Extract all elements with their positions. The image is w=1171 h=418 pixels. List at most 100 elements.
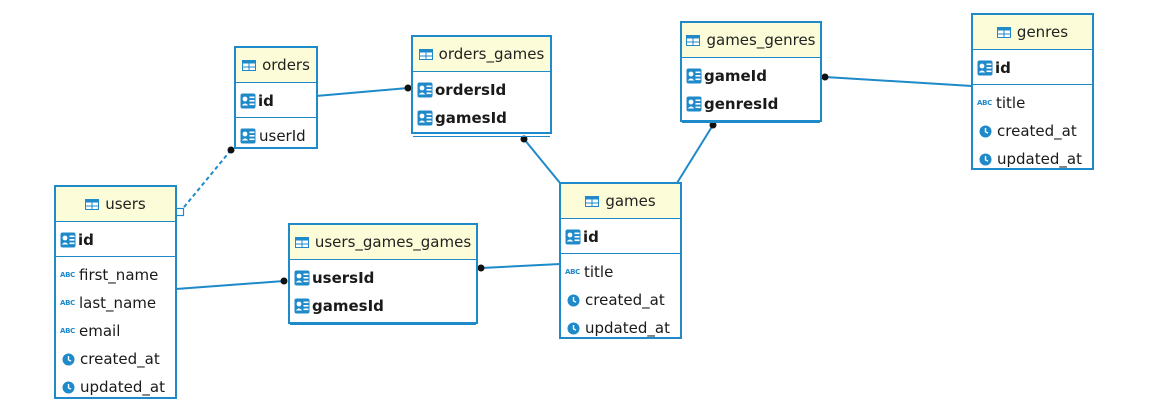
- column-section: ABC title created_at updated_at: [973, 85, 1092, 175]
- text-type-icon: ABC: [565, 268, 580, 276]
- column-name: gameId: [704, 67, 767, 85]
- entity-header[interactable]: users: [56, 187, 175, 222]
- primary-key-section: ordersId gamesId: [413, 72, 550, 134]
- column-name: id: [258, 92, 274, 110]
- column-row[interactable]: ABC email: [56, 317, 175, 345]
- entity-title: games: [605, 192, 656, 210]
- entity-header[interactable]: games_genres: [682, 23, 820, 58]
- primary-key-section: id: [973, 50, 1092, 85]
- clock-icon: [567, 322, 580, 334]
- column-name: title: [996, 94, 1026, 112]
- entity-orders-games[interactable]: orders_games ordersId gamesId: [411, 35, 552, 137]
- entity-games[interactable]: games id ABC title created_at updated_at: [559, 182, 682, 339]
- entity-header[interactable]: games: [561, 184, 680, 219]
- key-icon: [240, 93, 256, 109]
- entity-genres[interactable]: genres id ABC title created_at updated_a…: [971, 13, 1094, 170]
- entity-header[interactable]: genres: [973, 15, 1092, 50]
- entity-title: users: [105, 195, 146, 213]
- entity-header[interactable]: users_games_games: [290, 225, 476, 260]
- column-name: genresId: [704, 95, 779, 113]
- column-name: userId: [259, 127, 306, 145]
- text-type-icon: ABC: [60, 327, 75, 335]
- column-name: gamesId: [312, 297, 384, 315]
- column-section: userId: [236, 118, 316, 152]
- entity-users[interactable]: users id ABC first_name ABC last_name AB…: [54, 185, 177, 399]
- column-row[interactable]: updated_at: [561, 314, 680, 342]
- entity-header[interactable]: orders: [236, 48, 316, 83]
- column-row[interactable]: created_at: [973, 117, 1092, 145]
- column-row[interactable]: userId: [236, 122, 316, 150]
- column-name: usersId: [312, 269, 375, 287]
- column-name: ordersId: [435, 81, 507, 99]
- column-row[interactable]: genresId: [682, 90, 820, 118]
- connector-endpoint-dot: [227, 146, 235, 154]
- column-row[interactable]: updated_at: [973, 145, 1092, 173]
- primary-key-section: id: [56, 222, 175, 257]
- column-row[interactable]: usersId: [290, 264, 476, 292]
- connector-endpoint-dot: [821, 73, 829, 81]
- column-name: gamesId: [435, 109, 507, 127]
- column-row[interactable]: ABC last_name: [56, 289, 175, 317]
- table-icon: [686, 34, 701, 46]
- table-icon: [418, 48, 433, 60]
- column-row[interactable]: gameId: [682, 62, 820, 90]
- clock-icon: [62, 353, 75, 365]
- key-icon: [294, 298, 310, 314]
- column-row[interactable]: created_at: [56, 345, 175, 373]
- column-name: updated_at: [585, 319, 670, 337]
- primary-key-section: gameId genresId: [682, 58, 820, 120]
- entity-footer: [290, 324, 476, 329]
- clock-icon: [979, 125, 992, 137]
- column-row[interactable]: ABC first_name: [56, 261, 175, 289]
- connector-endpoint-dot: [477, 264, 485, 272]
- entity-header[interactable]: orders_games: [413, 37, 550, 72]
- key-icon: [60, 232, 76, 248]
- table-icon: [242, 59, 257, 71]
- column-row[interactable]: ABC title: [561, 258, 680, 286]
- primary-key-section: id: [236, 83, 316, 118]
- table-icon: [585, 195, 600, 207]
- column-name: title: [584, 263, 614, 281]
- column-name: id: [583, 228, 599, 246]
- column-row[interactable]: id: [561, 223, 680, 251]
- connector-orders-games-games: [523, 138, 561, 184]
- column-row[interactable]: updated_at: [56, 373, 175, 401]
- column-name: created_at: [585, 291, 665, 309]
- column-name: email: [79, 322, 121, 340]
- key-icon: [240, 128, 256, 144]
- connector-endpoint-dot: [709, 121, 717, 129]
- column-row[interactable]: created_at: [561, 286, 680, 314]
- column-row[interactable]: id: [236, 87, 316, 115]
- entity-users-games-games[interactable]: users_games_games usersId gamesId: [288, 223, 478, 325]
- entity-orders[interactable]: orders id userId: [234, 46, 318, 149]
- column-name: id: [78, 231, 94, 249]
- column-row[interactable]: gamesId: [413, 104, 550, 132]
- column-row[interactable]: gamesId: [290, 292, 476, 320]
- connector-games-genres-games: [676, 124, 714, 184]
- clock-icon: [567, 294, 580, 306]
- clock-icon: [979, 153, 992, 165]
- entity-title: orders: [262, 56, 310, 74]
- connector-endpoint-dot: [520, 135, 528, 143]
- connector-users-games-games-games: [480, 263, 561, 269]
- connector-users-users-games-games: [175, 280, 285, 290]
- entity-footer: [682, 122, 820, 127]
- connector-games-genres-genres: [824, 76, 973, 87]
- column-name: id: [995, 59, 1011, 77]
- connector-orders-orders-games: [315, 87, 409, 97]
- column-row[interactable]: ordersId: [413, 76, 550, 104]
- column-name: created_at: [80, 350, 160, 368]
- key-icon: [686, 96, 702, 112]
- connector-endpoint-dot: [280, 277, 288, 285]
- key-icon: [977, 60, 993, 76]
- column-name: created_at: [997, 122, 1077, 140]
- column-row[interactable]: ABC title: [973, 89, 1092, 117]
- column-row[interactable]: id: [56, 226, 175, 254]
- column-row[interactable]: id: [973, 54, 1092, 82]
- entity-games-genres[interactable]: games_genres gameId genresId: [680, 21, 822, 123]
- text-type-icon: ABC: [977, 99, 992, 107]
- entity-footer: [413, 136, 550, 141]
- text-type-icon: ABC: [60, 299, 75, 307]
- column-name: first_name: [79, 266, 159, 284]
- entity-title: games_genres: [706, 31, 816, 49]
